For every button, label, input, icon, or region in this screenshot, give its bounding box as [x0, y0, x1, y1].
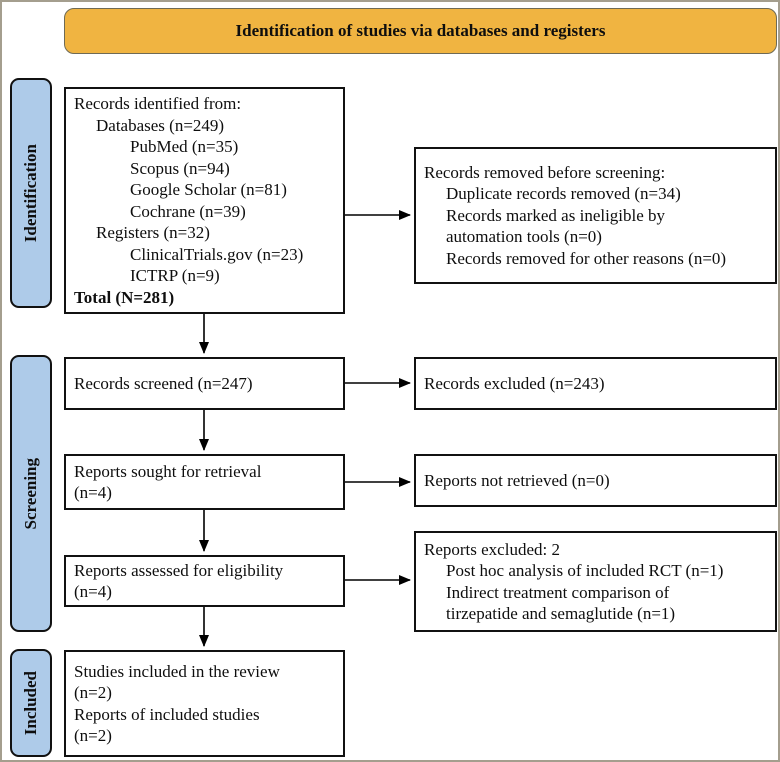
box-text-line: Records identified from:	[74, 94, 242, 113]
box-text-line: Scopus (n=94)	[130, 158, 230, 178]
banner: Identification of studies via databases …	[64, 8, 777, 54]
box-text-line: Reports sought for retrieval	[74, 461, 262, 481]
box-records-removed-before-screening: Records removed before screening:Duplica…	[414, 147, 777, 284]
box-text-line: (n=2)	[74, 683, 112, 702]
box-text-line: Indirect treatment comparison of	[446, 582, 670, 602]
box-text-line: Records excluded (n=243)	[424, 373, 605, 393]
box-text-line: Records removed for other reasons (n=0)	[446, 248, 727, 268]
stage-label-included: Included	[10, 649, 52, 757]
stage-label-included-text: Included	[21, 670, 40, 736]
box-text-line: (n=4)	[74, 483, 112, 502]
box-text-line: Cochrane (n=39)	[130, 201, 246, 221]
box-text-line: Databases (n=249)	[96, 115, 225, 135]
stage-label-identification-text: Identification	[21, 143, 40, 243]
box-text-line: Google Scholar (n=81)	[130, 180, 287, 199]
stage-label-screening-text: Screening	[21, 457, 40, 530]
box-text-line: Reports excluded: 2	[424, 539, 560, 559]
box-text-line: PubMed (n=35)	[130, 137, 239, 156]
box-records-screened: Records screened (n=247)	[64, 357, 345, 410]
box-text-line: Studies included in the review	[74, 661, 280, 681]
box-records-excluded: Records excluded (n=243)	[414, 357, 777, 410]
box-reports-excluded: Reports excluded: 2 Post hoc analysis of …	[414, 531, 777, 632]
box-text-line: Reports assessed for eligibility	[74, 560, 284, 580]
box-text-line: Reports of included studies	[74, 704, 260, 724]
box-text-line: automation tools (n=0)	[446, 227, 602, 247]
box-text-line: Records screened (n=247)	[74, 373, 253, 393]
box-text-line: tirzepatide and semaglutide (n=1)	[446, 604, 676, 623]
box-text-line: Records removed before screening:	[424, 162, 666, 182]
box-reports-not-retrieved: Reports not retrieved (n=0)	[414, 454, 777, 507]
box-text-line: Post hoc analysis of included RCT (n=1)	[446, 561, 724, 580]
box-text-line: Duplicate records removed (n=34)	[446, 184, 681, 204]
box-records-identified: Records identified from: Databases (n=249…	[64, 87, 345, 314]
box-text-line: (n=4)	[74, 582, 112, 601]
box-reports-assessed: Reports assessed for eligibility (n=4)	[64, 555, 345, 607]
banner-title: Identification of studies via databases …	[235, 21, 606, 40]
box-text-line: Reports not retrieved (n=0)	[424, 470, 610, 490]
box-text-line: Total (N=281)	[74, 287, 175, 307]
stage-label-identification: Identification	[10, 78, 52, 308]
box-text-line: Records marked as ineligible by	[446, 205, 666, 225]
box-text-line: ClinicalTrials.gov (n=23)	[130, 244, 304, 264]
box-studies-included: Studies included in the review (n=2) Repor…	[64, 650, 345, 757]
box-text-line: (n=2)	[74, 726, 112, 745]
box-reports-sought: Reports sought for retrieval (n=4)	[64, 454, 345, 510]
stage-label-screening: Screening	[10, 355, 52, 632]
box-text-line: Registers (n=32)	[96, 223, 210, 242]
box-text-line: ICTRP (n=9)	[130, 266, 220, 285]
